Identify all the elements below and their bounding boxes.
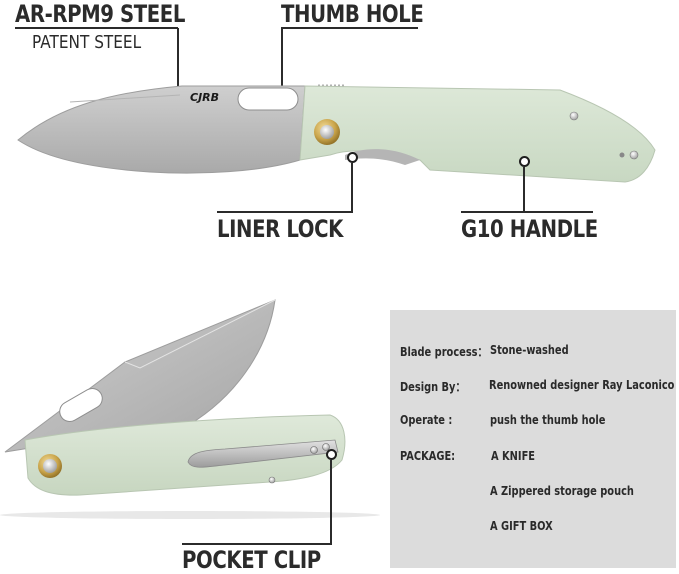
g10-handle-callout-marker: [519, 156, 530, 167]
pocket-clip-callout-leader: [330, 460, 332, 544]
steel-callout-title: AR-RPM9 STEEL: [15, 0, 185, 28]
liner-lock-callout-underline: [217, 211, 353, 213]
handle-shape: [299, 85, 656, 183]
spec-value-operate: push the thumb hole: [490, 413, 606, 427]
spec-label-operate: Operate :: [400, 413, 453, 427]
g10-handle-callout-title: G10 HANDLE: [461, 215, 598, 243]
thumb-hole: [237, 87, 299, 111]
spec-label-design-by: Design By：: [400, 380, 466, 394]
half-open-handle-shape: [24, 414, 346, 496]
open-knife-illustration: CJRB: [17, 84, 656, 183]
liner-lock-callout-marker: [347, 152, 358, 163]
thumb-hole-callout-leader: [281, 28, 283, 92]
pocket-clip-callout-marker: [326, 449, 337, 460]
spec-value-design-by: Renowned designer Ray Laconico: [489, 378, 675, 392]
spec-value-blade-process: Stone-washed: [490, 343, 569, 357]
pocket-clip-callout-underline: [182, 543, 332, 545]
spec-value-package-giftbox: A GIFT BOX: [490, 519, 553, 533]
blade-shape: [17, 85, 306, 174]
g10-handle-callout-underline: [461, 211, 593, 213]
cjrb-logo: CJRB: [190, 91, 219, 104]
steel-callout-underline: [15, 27, 178, 29]
liner-lock-callout-leader: [351, 163, 353, 212]
thumb-hole-callout-underline: [281, 27, 418, 29]
pocket-clip-shape: [187, 439, 339, 468]
spec-value-package-knife: A KNIFE: [491, 449, 536, 463]
spec-value-package-pouch: A Zippered storage pouch: [490, 484, 634, 498]
steel-callout-subtitle: PATENT STEEL: [32, 32, 142, 53]
g10-handle-callout-leader: [523, 167, 525, 212]
liner-lock-callout-title: LINER LOCK: [217, 215, 343, 243]
thumb-hole-callout-title: THUMB HOLE: [281, 0, 424, 28]
spec-panel: Blade process： Stone-washed Design By： R…: [390, 310, 676, 568]
spec-label-blade-process: Blade process：: [400, 345, 488, 359]
steel-callout-leader: [177, 28, 179, 108]
half-open-knife-illustration: [0, 299, 380, 519]
spec-label-package: PACKAGE:: [400, 449, 456, 463]
pocket-clip-callout-title: POCKET CLIP: [182, 546, 321, 574]
